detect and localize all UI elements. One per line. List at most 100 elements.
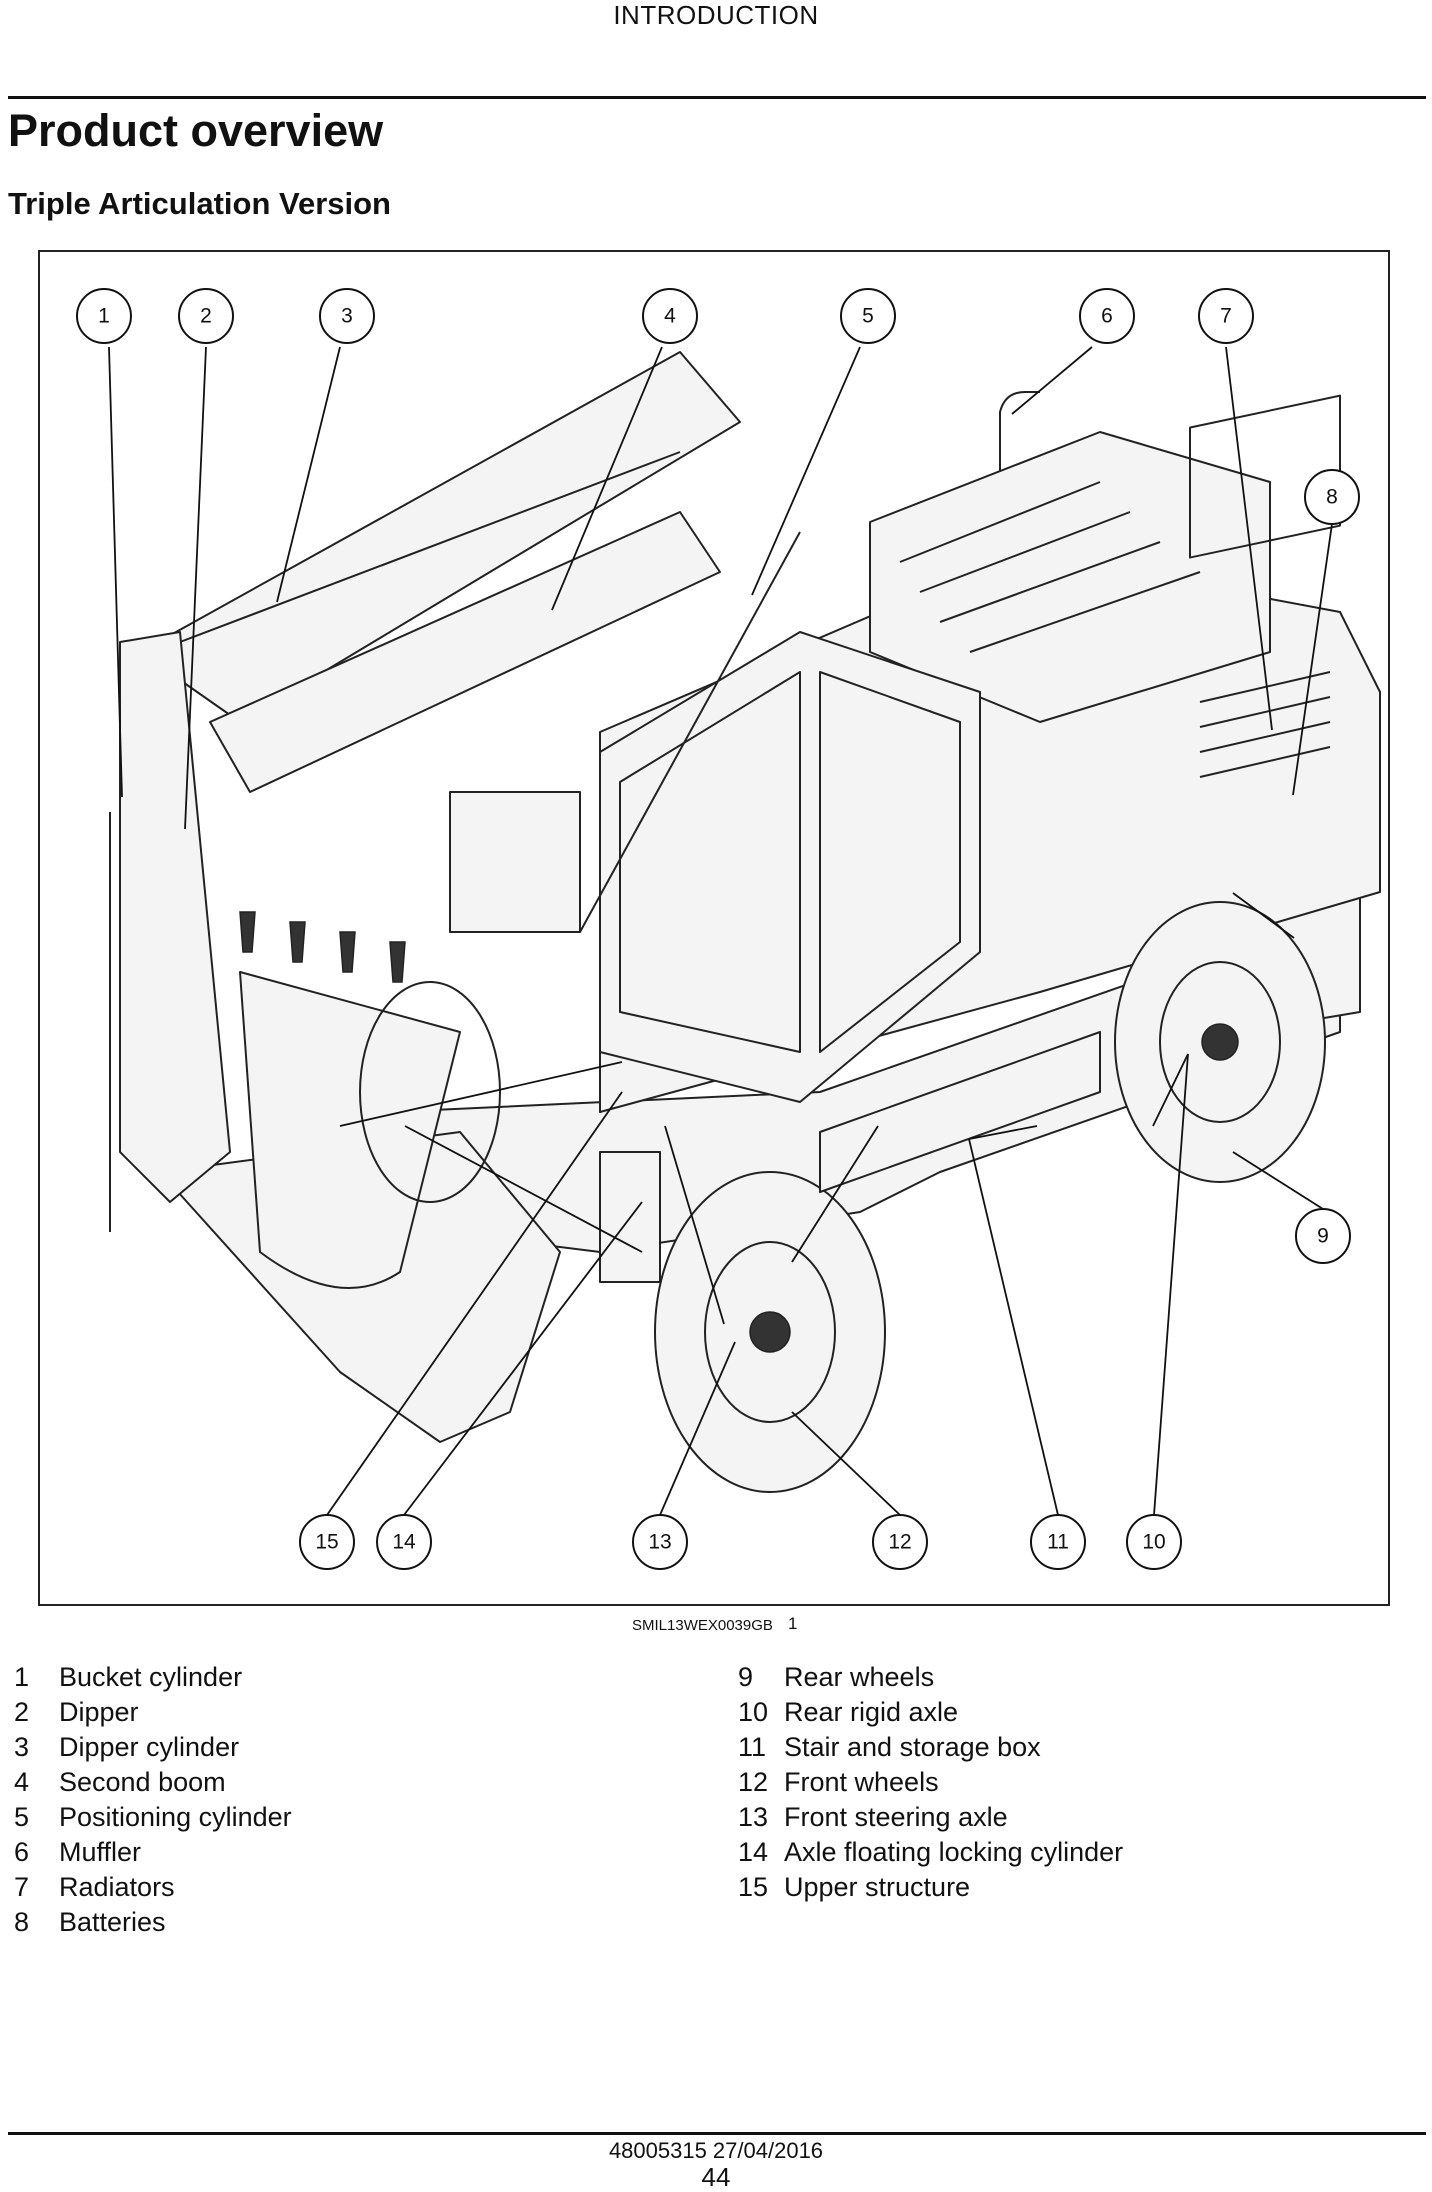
legend-label: Stair and storage box [784, 1732, 1041, 1762]
document-reference: 48005315 27/04/2016 [608, 2138, 824, 2163]
callout-14-label: 14 [392, 1531, 416, 1554]
legend-number: 11 [738, 1732, 767, 1762]
callout-12: 12 [872, 1514, 928, 1570]
callout-10: 10 [1126, 1514, 1182, 1570]
legend-label: Dipper [59, 1697, 139, 1727]
legend-number: 15 [738, 1872, 769, 1902]
legend-number: 3 [14, 1732, 30, 1762]
legend-item: 11 Stair and storage box [738, 1730, 1123, 1765]
callout-5-label: 5 [862, 305, 874, 328]
legend-item: 2 Dipper [14, 1695, 292, 1730]
engine-hood [869, 431, 1271, 723]
callout-3: 3 [319, 288, 375, 344]
bucket [239, 971, 461, 1289]
cab-front-window [619, 671, 801, 1053]
legend-label: Second boom [59, 1767, 226, 1797]
legend-item: 1 Bucket cylinder [14, 1660, 292, 1695]
callout-2: 2 [178, 288, 234, 344]
callout-12-label: 12 [888, 1531, 911, 1554]
bottom-leaders [326, 1053, 1324, 1516]
battery-box [449, 791, 581, 933]
legend-number: 10 [738, 1697, 769, 1727]
second-front-wheel-art [359, 981, 501, 1203]
legend-item: 4 Second boom [14, 1765, 292, 1800]
legend-label: Upper structure [784, 1872, 971, 1902]
callout-1: 1 [76, 288, 132, 344]
callout-14: 14 [376, 1514, 432, 1570]
legend-label: Rear wheels [784, 1662, 935, 1692]
second-boom [209, 511, 721, 793]
first-boom [139, 351, 741, 723]
legend-item: 12 Front wheels [738, 1765, 1123, 1800]
section-header: INTRODUCTION [613, 0, 819, 30]
legend-number: 13 [738, 1802, 769, 1832]
callout-7: 7 [1198, 288, 1254, 344]
header-rule [8, 96, 1426, 99]
cab-side-window [819, 671, 961, 1053]
legend-item: 7 Radiators [14, 1870, 292, 1905]
legend-left: 1 Bucket cylinder 2 Dipper 3 Dipper cylinde… [14, 1660, 292, 1940]
legend-label: Radiators [59, 1872, 175, 1902]
callout-9-label: 9 [1317, 1225, 1329, 1248]
callout-11: 11 [1030, 1514, 1086, 1570]
page-number: 44 [701, 2162, 731, 2192]
legend-label: Axle floating locking cylinder [784, 1837, 1124, 1867]
callout-13: 13 [632, 1514, 688, 1570]
legend-label: Bucket cylinder [59, 1662, 243, 1692]
legend-number: 2 [14, 1697, 30, 1727]
callout-6-label: 6 [1101, 305, 1113, 328]
legend-item: 6 Muffler [14, 1835, 292, 1870]
callout-10-label: 10 [1142, 1531, 1165, 1554]
legend-right: 9 Rear wheels 10 Rear rigid axle 11 Stair a… [738, 1660, 1123, 1905]
dipper-cylinder-rod [179, 451, 681, 643]
callout-3-label: 3 [341, 305, 353, 328]
legend-item: 8 Batteries [14, 1905, 292, 1940]
legend-label: Front wheels [784, 1767, 939, 1797]
bucket-teeth [239, 911, 406, 983]
legend-label: Muffler [59, 1837, 142, 1867]
callout-4-label: 4 [664, 305, 676, 328]
front-wheel-art [654, 1171, 886, 1493]
legend-item: 13 Front steering axle [738, 1800, 1123, 1835]
legend-number: 4 [14, 1767, 30, 1797]
radiator-grille [1189, 394, 1341, 778]
leader-lines [108, 346, 1333, 1325]
legend-item: 3 Dipper cylinder [14, 1730, 292, 1765]
legend-item: 9 Rear wheels [738, 1660, 1123, 1695]
page-subtitle: Triple Articulation Version [8, 186, 391, 221]
legend-label: Positioning cylinder [59, 1802, 292, 1832]
excavator-drawing: 1 2 3 4 5 6 7 8 9 10 11 12 13 14 15 [76, 288, 1381, 1570]
legend-number: 14 [738, 1837, 769, 1867]
legend-label: Batteries [59, 1907, 166, 1937]
legend-label: Front steering axle [784, 1802, 1008, 1832]
stair-storage-box [819, 1031, 1101, 1193]
callout-4: 4 [642, 288, 698, 344]
legend-number: 9 [738, 1662, 754, 1692]
callout-7-label: 7 [1220, 305, 1232, 328]
callout-5: 5 [840, 288, 896, 344]
callout-2-label: 2 [200, 305, 212, 328]
legend-number: 12 [738, 1767, 769, 1797]
legend-label: Rear rigid axle [784, 1697, 959, 1727]
callout-8: 8 [1304, 469, 1360, 525]
callout-8-label: 8 [1326, 486, 1338, 509]
legend-number: 1 [14, 1662, 30, 1692]
operator-cab [599, 631, 981, 1103]
footer-rule [8, 2132, 1426, 2135]
legend-item: 15 Upper structure [738, 1870, 1123, 1905]
figure-reference: SMIL13WEX0039GB [632, 1617, 773, 1634]
legend-number: 8 [14, 1907, 30, 1937]
figure-number: 1 [788, 1614, 798, 1633]
hood-ribs [899, 481, 1201, 653]
dipper-arm [119, 631, 231, 1203]
legend-label: Dipper cylinder [59, 1732, 240, 1762]
legend-number: 6 [14, 1837, 30, 1867]
callout-6: 6 [1079, 288, 1135, 344]
legend-number: 7 [14, 1872, 30, 1902]
callout-15-label: 15 [315, 1531, 338, 1554]
legend-item: 14 Axle floating locking cylinder [738, 1835, 1123, 1870]
callout-1-label: 1 [98, 305, 110, 328]
rear-wheel-art [1114, 901, 1326, 1183]
legend-number: 5 [14, 1802, 30, 1832]
callout-13-label: 13 [648, 1531, 671, 1554]
